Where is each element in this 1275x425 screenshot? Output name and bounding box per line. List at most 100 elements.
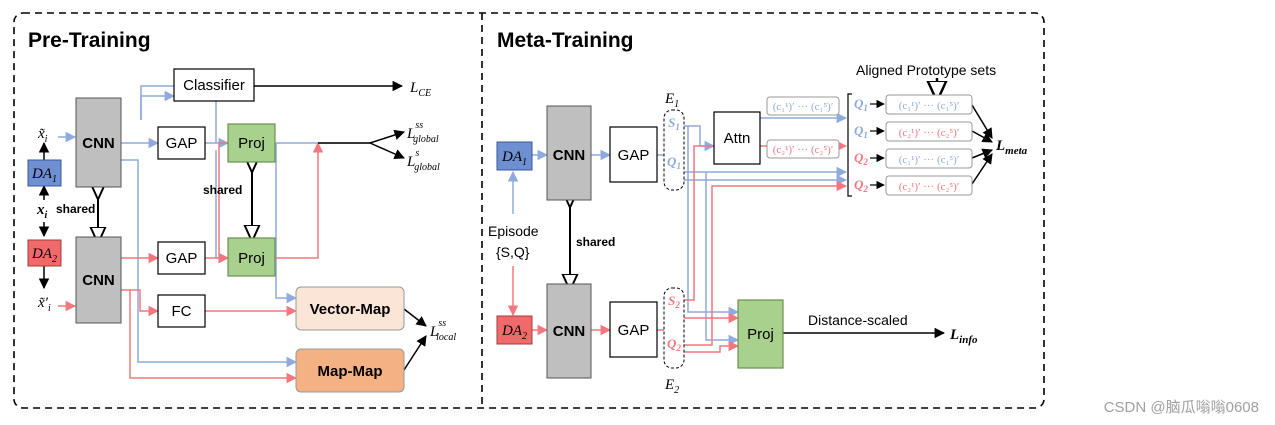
proj-box-bottom [227, 237, 276, 277]
outer-dashed-frame [13, 12, 1045, 409]
arrow-cross-red [218, 142, 228, 258]
vector-map-box [295, 286, 405, 331]
map-map-label: Map-Map [318, 363, 383, 380]
shared-label-cnn: shared [56, 202, 95, 216]
shared-label-proj: shared [203, 183, 242, 197]
meta-da2-label: DA2 [501, 323, 527, 342]
gap-box-bottom [157, 241, 206, 275]
meta-proj-label: Proj [747, 326, 774, 343]
meta-da1-label: DA1 [501, 149, 527, 168]
episode-label: Episode [488, 223, 539, 239]
attn-proto-2: (c₂¹)′ ··· (c₂⁵)′ [773, 144, 834, 156]
row4-proto-box [885, 175, 973, 196]
e2-label: E2 [664, 377, 679, 396]
meta-cnn-bottom [546, 283, 592, 379]
x-tilde-label: x̃i [37, 126, 48, 145]
aligned-sets-label: Aligned Prototype sets [856, 62, 996, 78]
arrow-to-classifier [140, 90, 176, 120]
x-i-label: xi [36, 202, 48, 221]
e2-capsule [663, 287, 685, 369]
arrow-q2-queries [684, 180, 848, 346]
row2-q: Q1 [854, 123, 868, 140]
arrow-s2-attn [684, 145, 714, 301]
arrow-row3-lmeta [971, 148, 993, 159]
e1-label: E1 [664, 91, 679, 110]
meta-gap-top-label: GAP [618, 147, 650, 164]
meta-gap-top [609, 126, 658, 183]
metatraining-title: Meta-Training [497, 29, 634, 52]
loss-info-label: Linfo [949, 327, 978, 346]
row1-q: Q1 [854, 96, 868, 113]
proj-top-label: Proj [238, 135, 265, 152]
attn-label: Attn [724, 130, 751, 147]
meta-gap-bottom [609, 301, 658, 358]
row4-proto: (c₂¹)′ ··· (c₂⁵)′ [899, 181, 960, 193]
map-map-box [295, 348, 405, 393]
meta-cnn-top [546, 105, 592, 201]
e1-capsule [663, 109, 685, 191]
gap-box-top [157, 126, 206, 160]
arrow-to-global-s [369, 142, 405, 159]
arrow-cnn2-mapmap [129, 290, 298, 384]
da2-box [27, 239, 62, 267]
cnn-top-label: CNN [82, 135, 115, 152]
row1-proto: (c₁¹)′ ··· (c₁⁵)′ [899, 100, 960, 112]
fc-box [157, 294, 206, 328]
meta-gap-bottom-label: GAP [618, 322, 650, 339]
row3-q: Q2 [854, 150, 868, 167]
arrow-row1-lmeta [971, 104, 993, 139]
loss-ce-label: LCE [409, 80, 431, 99]
watermark: CSDN @脑瓜嗡嗡0608 [1104, 399, 1259, 416]
cnn-bottom-label: CNN [82, 272, 115, 289]
proj-box-top [227, 123, 276, 163]
query-bracket [847, 93, 852, 197]
gap-top-label: GAP [166, 135, 198, 152]
arrow-q1-proj [705, 172, 740, 346]
distance-scaled-label: Distance-scaled [808, 312, 908, 328]
meta-da2-box [496, 315, 533, 345]
arrow-cross-gap [215, 150, 230, 264]
meta-cnn-bottom-label: CNN [553, 323, 586, 340]
arrow-row2-lmeta [971, 130, 993, 143]
meta-proj-box [737, 299, 784, 369]
arrow-row4-lmeta [971, 153, 993, 185]
classifier-label: Classifier [183, 77, 245, 94]
arrow-proj1-vectormap [275, 143, 298, 304]
row3-proto-box [885, 148, 973, 169]
attn-proto-box-2 [766, 139, 840, 159]
episode-set-label: {S,Q} [496, 244, 530, 260]
row1-proto-box [885, 94, 973, 115]
e1-s1-label: S1 [668, 115, 680, 132]
row3-proto: (c₁¹)′ ··· (c₁⁵)′ [899, 154, 960, 166]
arrow-cnn1-mapmap [121, 159, 298, 368]
arrow-q2-proj [684, 340, 740, 353]
vector-map-label: Vector-Map [310, 301, 391, 318]
attn-proto-box-1 [766, 96, 840, 116]
arrow-mapmap-local [403, 335, 427, 371]
meta-da1-box [496, 141, 533, 171]
proj-bottom-label: Proj [238, 250, 265, 267]
da2-label: DA2 [31, 246, 57, 265]
gap-bottom-label: GAP [166, 250, 198, 267]
meta-cnn-top-label: CNN [553, 147, 586, 164]
row2-proto: (c₂¹)′ ··· (c₂⁵)′ [899, 127, 960, 139]
attn-proto-1: (c₁¹)′ ··· (c₁⁵)′ [773, 101, 834, 113]
arrow-cnn1-classifier [140, 85, 174, 120]
arrow-proj2-out [275, 141, 324, 259]
arrow-cnn2-fc [121, 289, 160, 317]
shared-label-meta: shared [576, 235, 615, 249]
cnn-box-bottom [75, 236, 122, 324]
fc-label: FC [172, 303, 192, 320]
row2-proto-box [885, 121, 973, 142]
x-tilde-prime-label: x̃′i [37, 295, 51, 314]
cnn-box-top [75, 97, 122, 188]
metatraining-section: Meta-Training shared [488, 29, 1028, 396]
classifier-box [173, 68, 255, 102]
pretraining-title: Pre-Training [28, 29, 151, 52]
row4-q: Q2 [854, 177, 868, 194]
loss-meta-label: Lmeta [995, 138, 1028, 157]
attn-box [713, 111, 761, 165]
